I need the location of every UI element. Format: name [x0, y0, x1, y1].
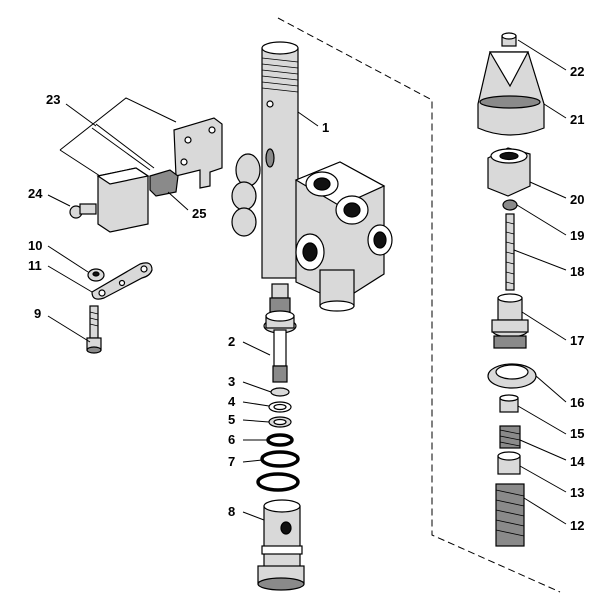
label-1: 1: [322, 120, 329, 135]
label-12: 12: [570, 518, 584, 533]
part-13-sleeve: [497, 451, 521, 475]
label-15: 15: [570, 426, 584, 441]
label-14: 14: [570, 454, 585, 469]
part-14-small-spring: [499, 425, 521, 449]
part-15-spacer: [499, 394, 519, 413]
part-1-valve-body: [231, 41, 393, 312]
label-24: 24: [28, 186, 43, 201]
label-21: 21: [570, 112, 584, 127]
label-3: 3: [228, 374, 235, 389]
label-22: 22: [570, 64, 584, 79]
part-6-o-ring: [266, 433, 294, 447]
part-23-bracket: [173, 117, 223, 189]
part-12-large-spring: [495, 483, 525, 547]
label-11: 11: [28, 258, 42, 273]
part-8-valve-seat: [257, 499, 305, 591]
part-25-switch: [91, 123, 179, 233]
label-2: 2: [228, 334, 235, 349]
leader-lines: [47, 39, 567, 525]
part-22-screw-cap: [501, 32, 517, 47]
label-19: 19: [570, 228, 584, 243]
part-7b-o-ring: [256, 472, 300, 492]
label-4: 4: [228, 394, 236, 409]
label-9: 9: [34, 306, 41, 321]
label-10: 10: [28, 238, 42, 253]
label-25: 25: [192, 206, 206, 221]
label-23: 23: [46, 92, 60, 107]
label-8: 8: [228, 504, 235, 519]
part-24-screw: [69, 203, 97, 219]
part-17-adjuster: [491, 293, 529, 349]
label-7: 7: [228, 454, 235, 469]
part-9-screw: [86, 305, 102, 354]
part-21-cap: [477, 51, 545, 136]
assembly-dash-line: [277, 17, 561, 593]
part-11-plate: [91, 262, 153, 300]
label-18: 18: [570, 264, 584, 279]
part-4-ring: [268, 401, 292, 413]
label-6: 6: [228, 432, 235, 447]
part-3-washer: [270, 387, 290, 397]
label-17: 17: [570, 333, 584, 348]
part-16-ring-nut: [487, 363, 537, 389]
part-2-valve-stem: [263, 283, 297, 383]
part-19-nut: [502, 199, 518, 211]
part-20-hex-nut: [487, 147, 531, 197]
label-16: 16: [570, 395, 584, 410]
label-5: 5: [228, 412, 235, 427]
label-20: 20: [570, 192, 584, 207]
label-13: 13: [570, 485, 584, 500]
part-18-threaded-rod: [505, 213, 515, 291]
part-10-nut: [87, 268, 105, 282]
part-5-ring: [268, 416, 292, 428]
part-7-o-ring: [260, 450, 300, 468]
